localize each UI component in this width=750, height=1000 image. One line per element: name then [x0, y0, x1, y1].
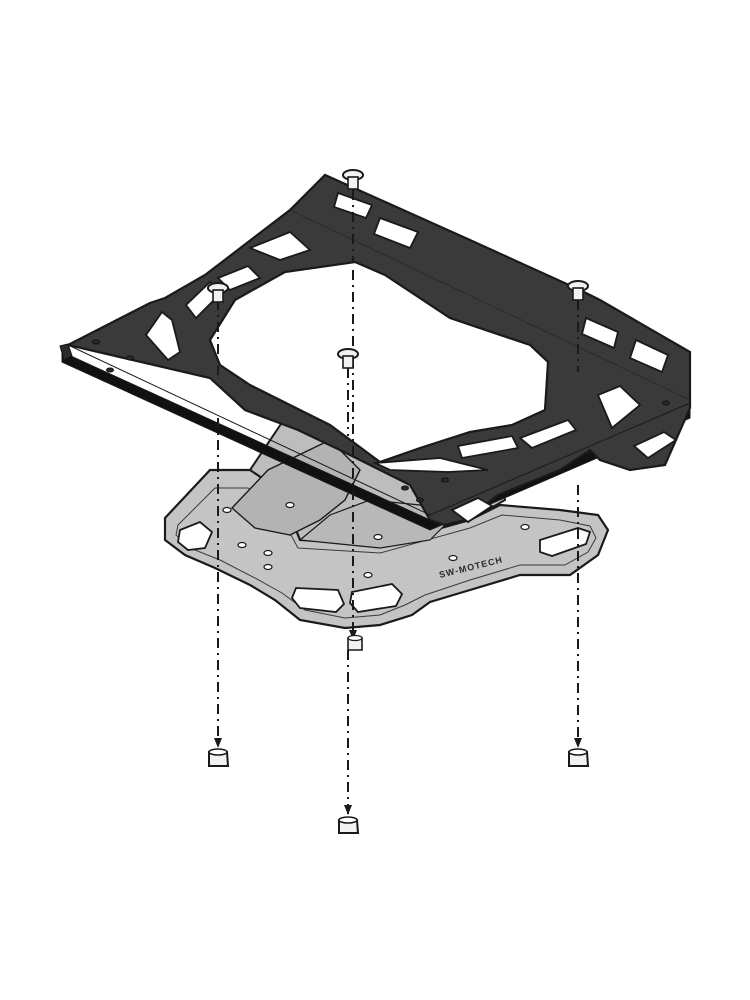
nut [338, 816, 360, 834]
adapter-holes [92, 339, 670, 503]
bolt [342, 169, 364, 190]
adapter-plate [59, 173, 692, 531]
nuts [208, 634, 590, 834]
nut [208, 748, 230, 767]
bolt [337, 348, 359, 369]
bolt [567, 280, 589, 301]
alignment-lines [214, 190, 582, 815]
adapter-slots [144, 191, 678, 524]
nut [568, 748, 590, 767]
bolt [207, 282, 229, 303]
bolts [207, 169, 589, 369]
rack-holes [222, 501, 530, 579]
nut [347, 634, 363, 651]
